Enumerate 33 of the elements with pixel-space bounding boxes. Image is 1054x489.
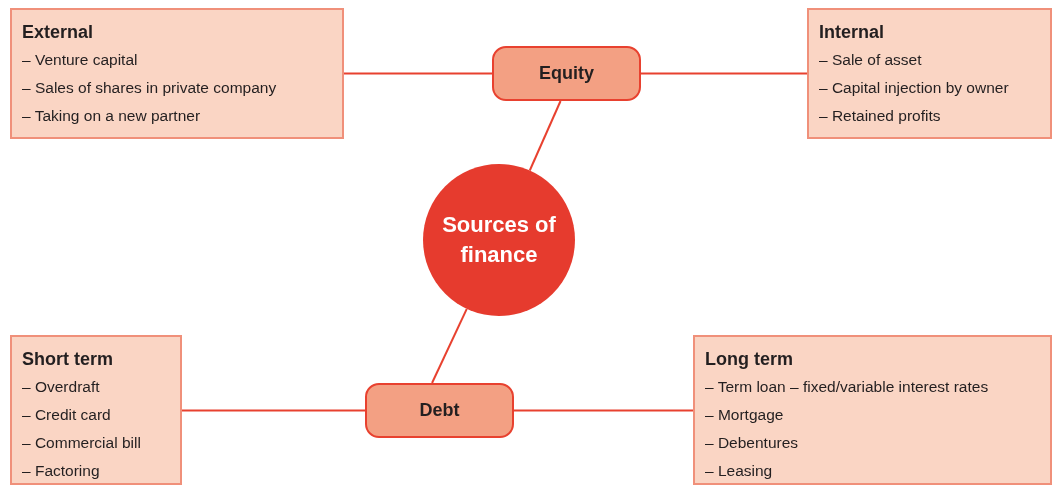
node-label: Equity	[539, 63, 594, 84]
node-label: Debt	[419, 400, 460, 421]
list-item: – Sale of asset	[819, 50, 923, 70]
info-card	[807, 8, 1052, 139]
connector-line	[181, 409, 366, 412]
list-item: – Mortgage	[705, 405, 785, 425]
card-heading: Long term	[705, 348, 794, 371]
info-card	[10, 335, 182, 485]
list-item: – Commercial bill	[22, 433, 142, 453]
list-item: – Capital injection by owner	[819, 78, 1010, 98]
card-heading: Short term	[22, 348, 114, 371]
list-item: – Overdraft	[22, 377, 101, 397]
category-box	[492, 46, 641, 101]
connector-line	[431, 307, 468, 384]
list-item: – Sales of shares in private company	[22, 78, 278, 98]
list-item: – Leasing	[705, 461, 774, 481]
connector-line	[343, 72, 493, 75]
list-item: – Retained profits	[819, 106, 942, 126]
list-item: – Taking on a new partner	[22, 106, 202, 126]
list-item: – Term loan – fixed/variable interest rates	[705, 377, 990, 397]
info-card	[693, 335, 1052, 485]
node-label: Sources of finance	[441, 211, 557, 269]
connector-line	[528, 100, 562, 172]
list-item: – Factoring	[22, 461, 101, 481]
connector-line	[640, 72, 808, 75]
card-heading: External	[22, 21, 95, 44]
list-item: – Debentures	[705, 433, 800, 453]
list-item: – Venture capital	[22, 50, 139, 70]
list-item: – Credit card	[22, 405, 112, 425]
info-card	[10, 8, 344, 139]
connector-line	[513, 409, 694, 412]
category-box	[365, 383, 514, 438]
card-heading: Internal	[819, 21, 885, 44]
